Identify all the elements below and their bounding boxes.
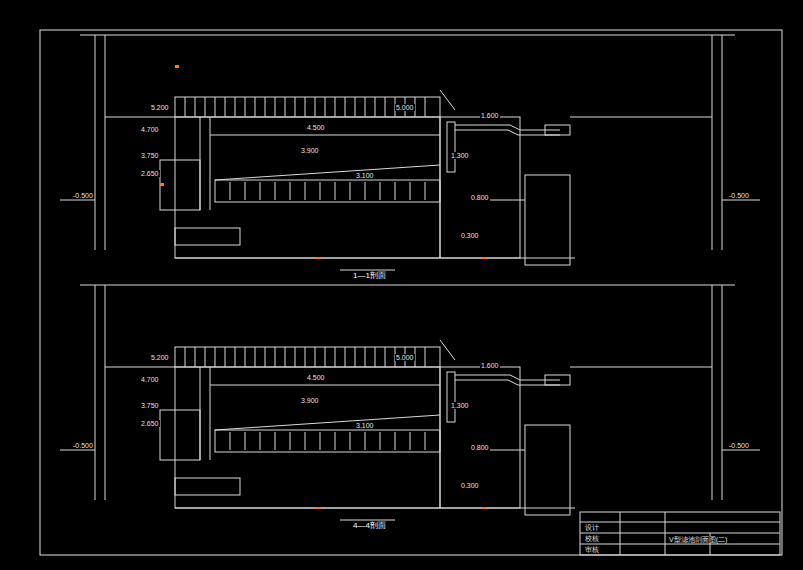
title-block-text: V型滤池剖面图(二) [668, 536, 728, 543]
elevation-label: 1.300 [450, 402, 470, 409]
title-block-text: 设计 [584, 524, 600, 531]
elevation-label: 3.750 [140, 402, 160, 409]
elevation-label: 4.700 [140, 126, 160, 133]
elevation-label: 3.750 [140, 152, 160, 159]
section-caption: 1—1剖面 [352, 272, 387, 280]
elevation-label: 1.600 [480, 362, 500, 369]
elevation-label: 5.000 [395, 354, 415, 361]
elevation-label: 2.650 [140, 170, 160, 177]
elevation-label: 0.300 [460, 482, 480, 489]
title-block-text: 校核 [584, 535, 600, 542]
elevation-label: 5.200 [150, 354, 170, 361]
elevation-label: -0.500 [72, 442, 94, 449]
elevation-label: -0.500 [728, 442, 750, 449]
elevation-label: 1.300 [450, 152, 470, 159]
elevation-label: 4.700 [140, 376, 160, 383]
elevation-label: 5.200 [150, 104, 170, 111]
elevation-label: 3.900 [300, 147, 320, 154]
elevation-label: 2.650 [140, 420, 160, 427]
elevation-label: 4.500 [306, 124, 326, 131]
elevation-label: 4.500 [306, 374, 326, 381]
elevation-label: 0.800 [470, 194, 490, 201]
elevation-label: 3.100 [355, 422, 375, 429]
elevation-label: 5.000 [395, 104, 415, 111]
elevation-label: -0.500 [72, 192, 94, 199]
elevation-label: 0.300 [460, 232, 480, 239]
elevation-label: 3.100 [355, 172, 375, 179]
elevation-label: 1.600 [480, 112, 500, 119]
elevation-label: -0.500 [728, 192, 750, 199]
title-block-text: 审核 [584, 546, 600, 553]
elevation-label: 3.900 [300, 397, 320, 404]
elevation-label: 0.800 [470, 444, 490, 451]
section-caption: 4—4剖面 [352, 522, 387, 530]
